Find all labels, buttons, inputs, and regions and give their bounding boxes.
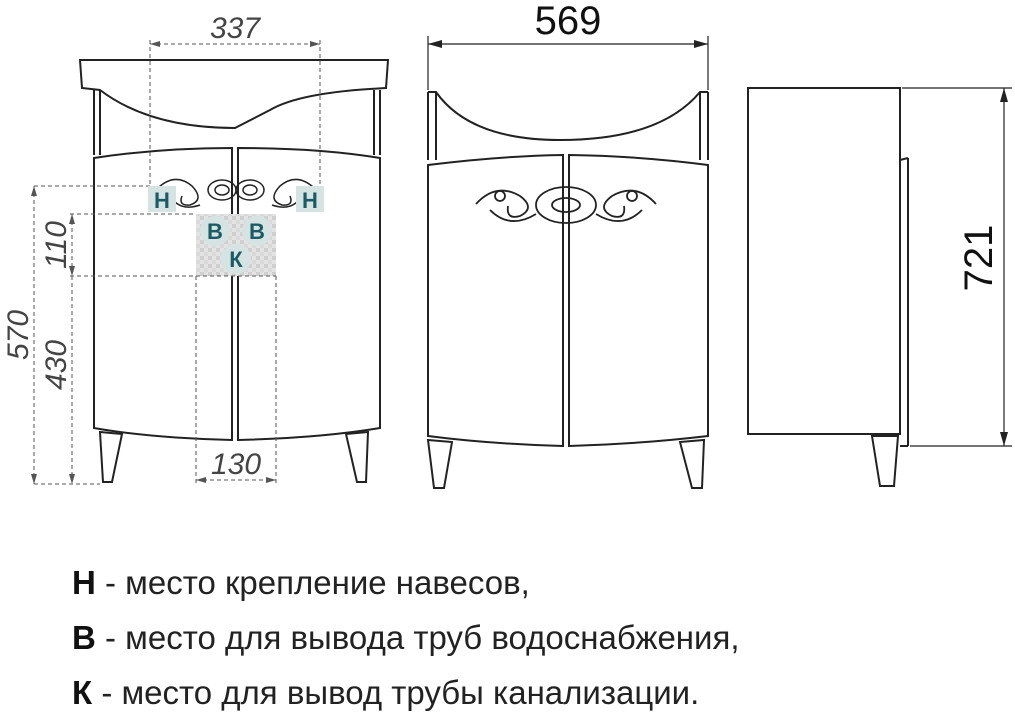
legend-line-2: В - место для вывода труб водоснабжения, [72, 621, 740, 654]
svg-text:В: В [249, 219, 265, 244]
legend-text-v: - место для вывода труб водоснабжения, [95, 619, 740, 656]
dim-570: 570 [2, 310, 35, 360]
marker-v-right: В [242, 216, 272, 246]
right-leg [344, 430, 370, 483]
right-leg-front [678, 438, 706, 489]
right-door-front [568, 153, 709, 448]
side-panel [747, 87, 901, 435]
legend-text-k: - место для вывод трубы канализации. [92, 674, 700, 711]
front-view [426, 91, 709, 489]
right-door [237, 146, 381, 442]
svg-text:К: К [229, 247, 243, 272]
basin-outline [78, 59, 390, 130]
left-leg-front [426, 438, 454, 489]
legend-line-1: Н - место крепление навесов, [72, 566, 530, 599]
dim-430: 430 [40, 340, 73, 390]
dim-721: 721 [957, 225, 1001, 292]
marker-v-left: В [200, 216, 230, 246]
legend-letter-v: В [72, 619, 96, 656]
svg-text:Н: Н [154, 188, 170, 213]
door-ornament [157, 178, 315, 208]
legend-letter-k: К [72, 674, 93, 711]
marker-k: К [221, 244, 251, 274]
left-door-front [427, 153, 564, 448]
dim-337: 337 [210, 12, 261, 45]
dim-130: 130 [211, 448, 261, 481]
front-view-dimensioned [78, 59, 390, 483]
legend-line-3: К - место для вывод трубы канализации. [72, 676, 699, 709]
left-leg [98, 430, 124, 483]
dim-569: 569 [535, 0, 602, 43]
side-leg [870, 435, 900, 487]
side-view [747, 87, 909, 487]
dim-110: 110 [40, 221, 73, 269]
door-ornament-front [475, 186, 657, 224]
legend-text-n: - место крепление навесов, [95, 564, 530, 601]
marker-n-right: Н [296, 186, 324, 213]
dimension-lines [33, 40, 321, 485]
marker-n-left: Н [148, 186, 176, 213]
svg-text:Н: Н [302, 188, 318, 213]
dim-721-lines [902, 87, 1012, 447]
dim-569-lines [427, 36, 709, 90]
basin-outline-front [428, 91, 708, 142]
legend-letter-n: Н [72, 564, 96, 601]
left-door [93, 146, 233, 442]
svg-text:В: В [207, 219, 223, 244]
